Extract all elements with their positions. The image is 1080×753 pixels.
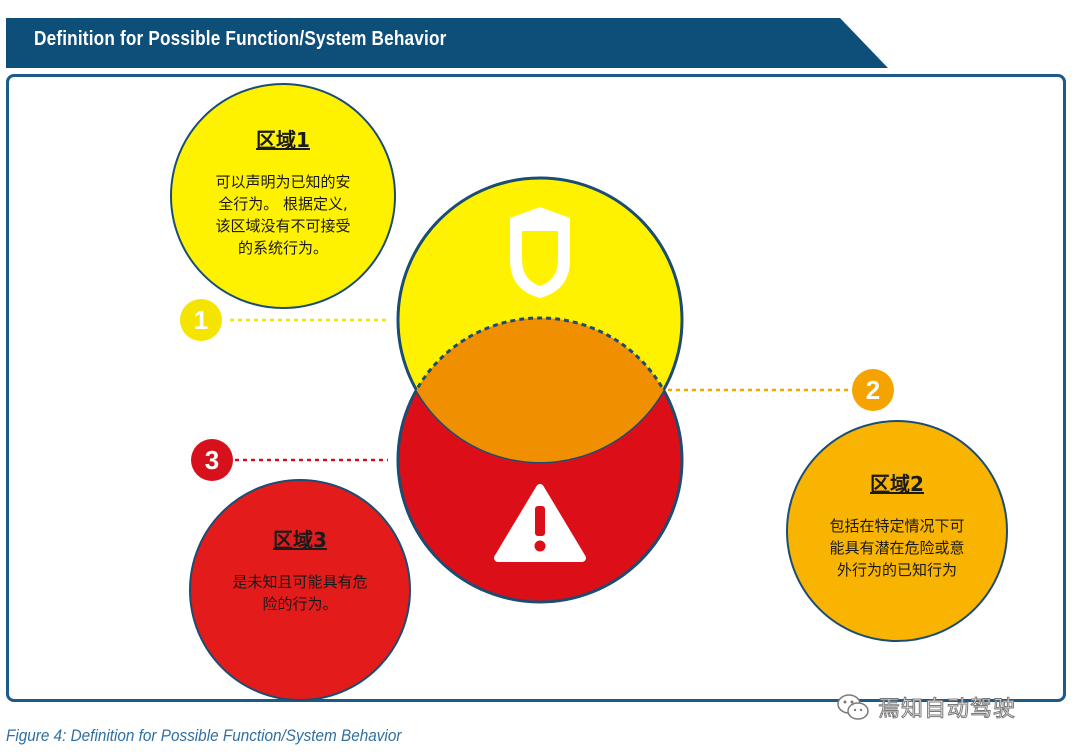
page-title: Definition for Possible Function/System … — [34, 28, 447, 50]
zone2-marker-number: 2 — [865, 375, 881, 405]
zone3-callout-circle — [189, 479, 411, 701]
zone2-body-line: 包括在特定情况下可 — [829, 517, 965, 535]
zone2-body-line: 外行为的已知行为 — [836, 561, 957, 579]
zone1-callout-circle — [170, 83, 396, 309]
zone1-body-line: 的系统行为。 — [237, 239, 328, 257]
zone1-body-line: 全行为。 根据定义, — [218, 195, 348, 213]
zone1-body-line: 可以声明为已知的安 — [215, 173, 351, 191]
zone1-marker — [180, 299, 222, 341]
zone3-callout: 区域3 是未知且可能具有危 险的行为。 — [200, 524, 400, 615]
zone1-marker-number: 1 — [193, 305, 209, 335]
watermark-text: 焉知自动驾驶 — [877, 697, 1017, 723]
zone3-marker — [191, 439, 233, 481]
header-background — [6, 18, 888, 68]
wechat-icon — [837, 694, 869, 720]
zone2-callout-circle — [786, 420, 1008, 642]
overlap-region — [398, 316, 682, 462]
zone1-callout: 区域1 可以声明为已知的安 全行为。 根据定义, 该区域没有不可接受 的系统行为… — [183, 124, 383, 259]
warning-icon — [494, 484, 586, 562]
zone3-body-line: 是未知且可能具有危 — [232, 573, 368, 591]
zone1-body-line: 该区域没有不可接受 — [215, 217, 351, 235]
zone2-body-line: 能具有潜在危险或意 — [829, 539, 965, 557]
zone1-title: 区域1 — [256, 128, 310, 152]
header-band — [0, 18, 888, 68]
zone3-marker-number: 3 — [204, 445, 220, 475]
zone3-title: 区域3 — [273, 528, 327, 552]
watermark: 焉知自动驾驶 — [836, 690, 1016, 724]
diagram-frame — [6, 74, 1066, 702]
zone3-body-line: 险的行为。 — [262, 595, 338, 613]
shield-icon — [510, 207, 570, 298]
zone2-marker — [852, 369, 894, 411]
figure-caption: Figure 4: Definition for Possible Functi… — [6, 726, 402, 745]
zone2-title: 区域2 — [870, 472, 924, 496]
zone2-callout: 区域2 包括在特定情况下可 能具有潜在危险或意 外行为的已知行为 — [797, 468, 997, 581]
